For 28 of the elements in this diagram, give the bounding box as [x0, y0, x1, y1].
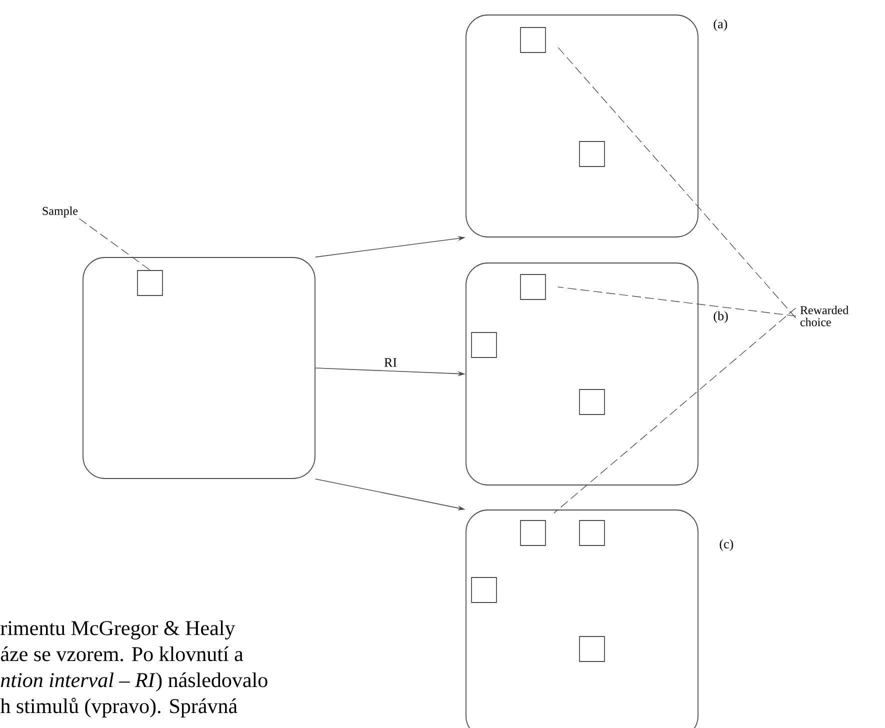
caption-line: áze se vzorem. Po klovnutí a	[0, 646, 244, 662]
text-label: Rewarded choice	[800, 306, 848, 326]
leader-line	[558, 286, 796, 316]
caption-line: rimentu McGregor & Healy	[0, 620, 236, 640]
stimulus-square	[137, 270, 163, 296]
panel-label: (b)	[714, 311, 728, 323]
stimulus-square	[579, 636, 605, 662]
leader-line	[556, 44, 796, 318]
arena-box	[82, 257, 316, 479]
text-label: Sample	[42, 206, 78, 218]
stimulus-square	[471, 332, 497, 358]
stimulus-square	[520, 520, 546, 546]
stimulus-square	[579, 141, 605, 167]
caption-line: h stimulů (vpravo). Správná	[0, 698, 238, 718]
arena-box	[466, 262, 698, 486]
panel-label: (a)	[714, 19, 728, 31]
stimulus-square	[579, 389, 605, 415]
edge-label: RI	[383, 357, 398, 368]
arena-box	[466, 510, 698, 728]
panel-label: (c)	[720, 539, 734, 551]
arena-box	[466, 14, 698, 238]
caption-line: ntion interval – RI) následovalo	[0, 672, 268, 692]
stimulus-square	[471, 577, 497, 603]
stimulus-square	[520, 274, 546, 300]
stimulus-square	[579, 520, 605, 546]
leader-line	[554, 308, 796, 514]
leader-line	[78, 218, 150, 270]
stimulus-square	[520, 27, 546, 53]
